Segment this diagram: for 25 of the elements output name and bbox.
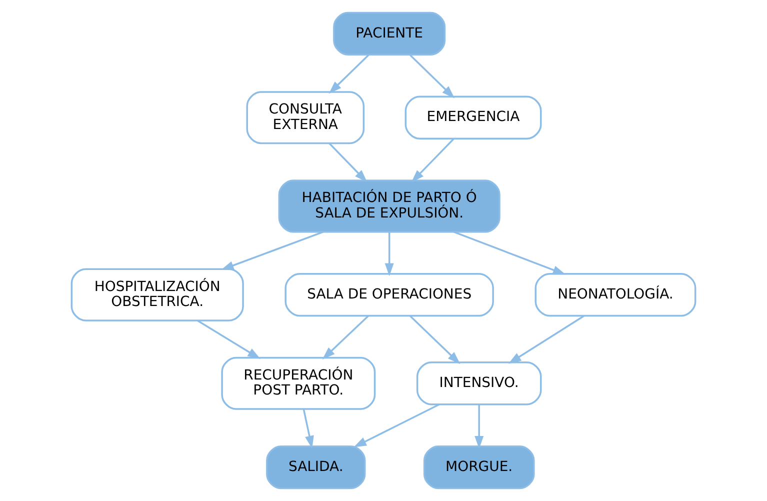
arrow [322,315,369,360]
arrow [474,404,484,449]
arrow [302,408,314,449]
arrow [409,54,455,98]
arrow [411,138,454,182]
arrow [354,404,440,448]
node-box: CONSULTA EXTERNA [246,91,365,144]
arrow [508,315,584,364]
node-box: EMERGENCIA [404,96,542,140]
arrow [410,315,460,364]
node-box: MORGUE. [423,445,535,490]
arrow [328,54,370,94]
node-box: SALA DE OPERACIONES [284,272,494,317]
node-box: NEONATOLOGÍA. [534,272,696,317]
arrow [453,231,566,275]
node-box: SALIDA. [266,445,366,490]
node-box: INTENSIVO. [416,362,542,406]
node-box: HOSPITALIZACIÓN OBSTETRICA. [70,268,244,322]
arrow [384,232,394,276]
arrow [196,320,260,360]
node-box: HABITACIÓN DE PARTO Ó SALA DE EXPULSIÓN. [278,180,500,233]
node-box: PACIENTE [333,12,446,56]
arrow [328,142,368,182]
arrow [220,231,324,270]
node-box: RECUPERACIÓN POST PARTO. [221,356,376,410]
